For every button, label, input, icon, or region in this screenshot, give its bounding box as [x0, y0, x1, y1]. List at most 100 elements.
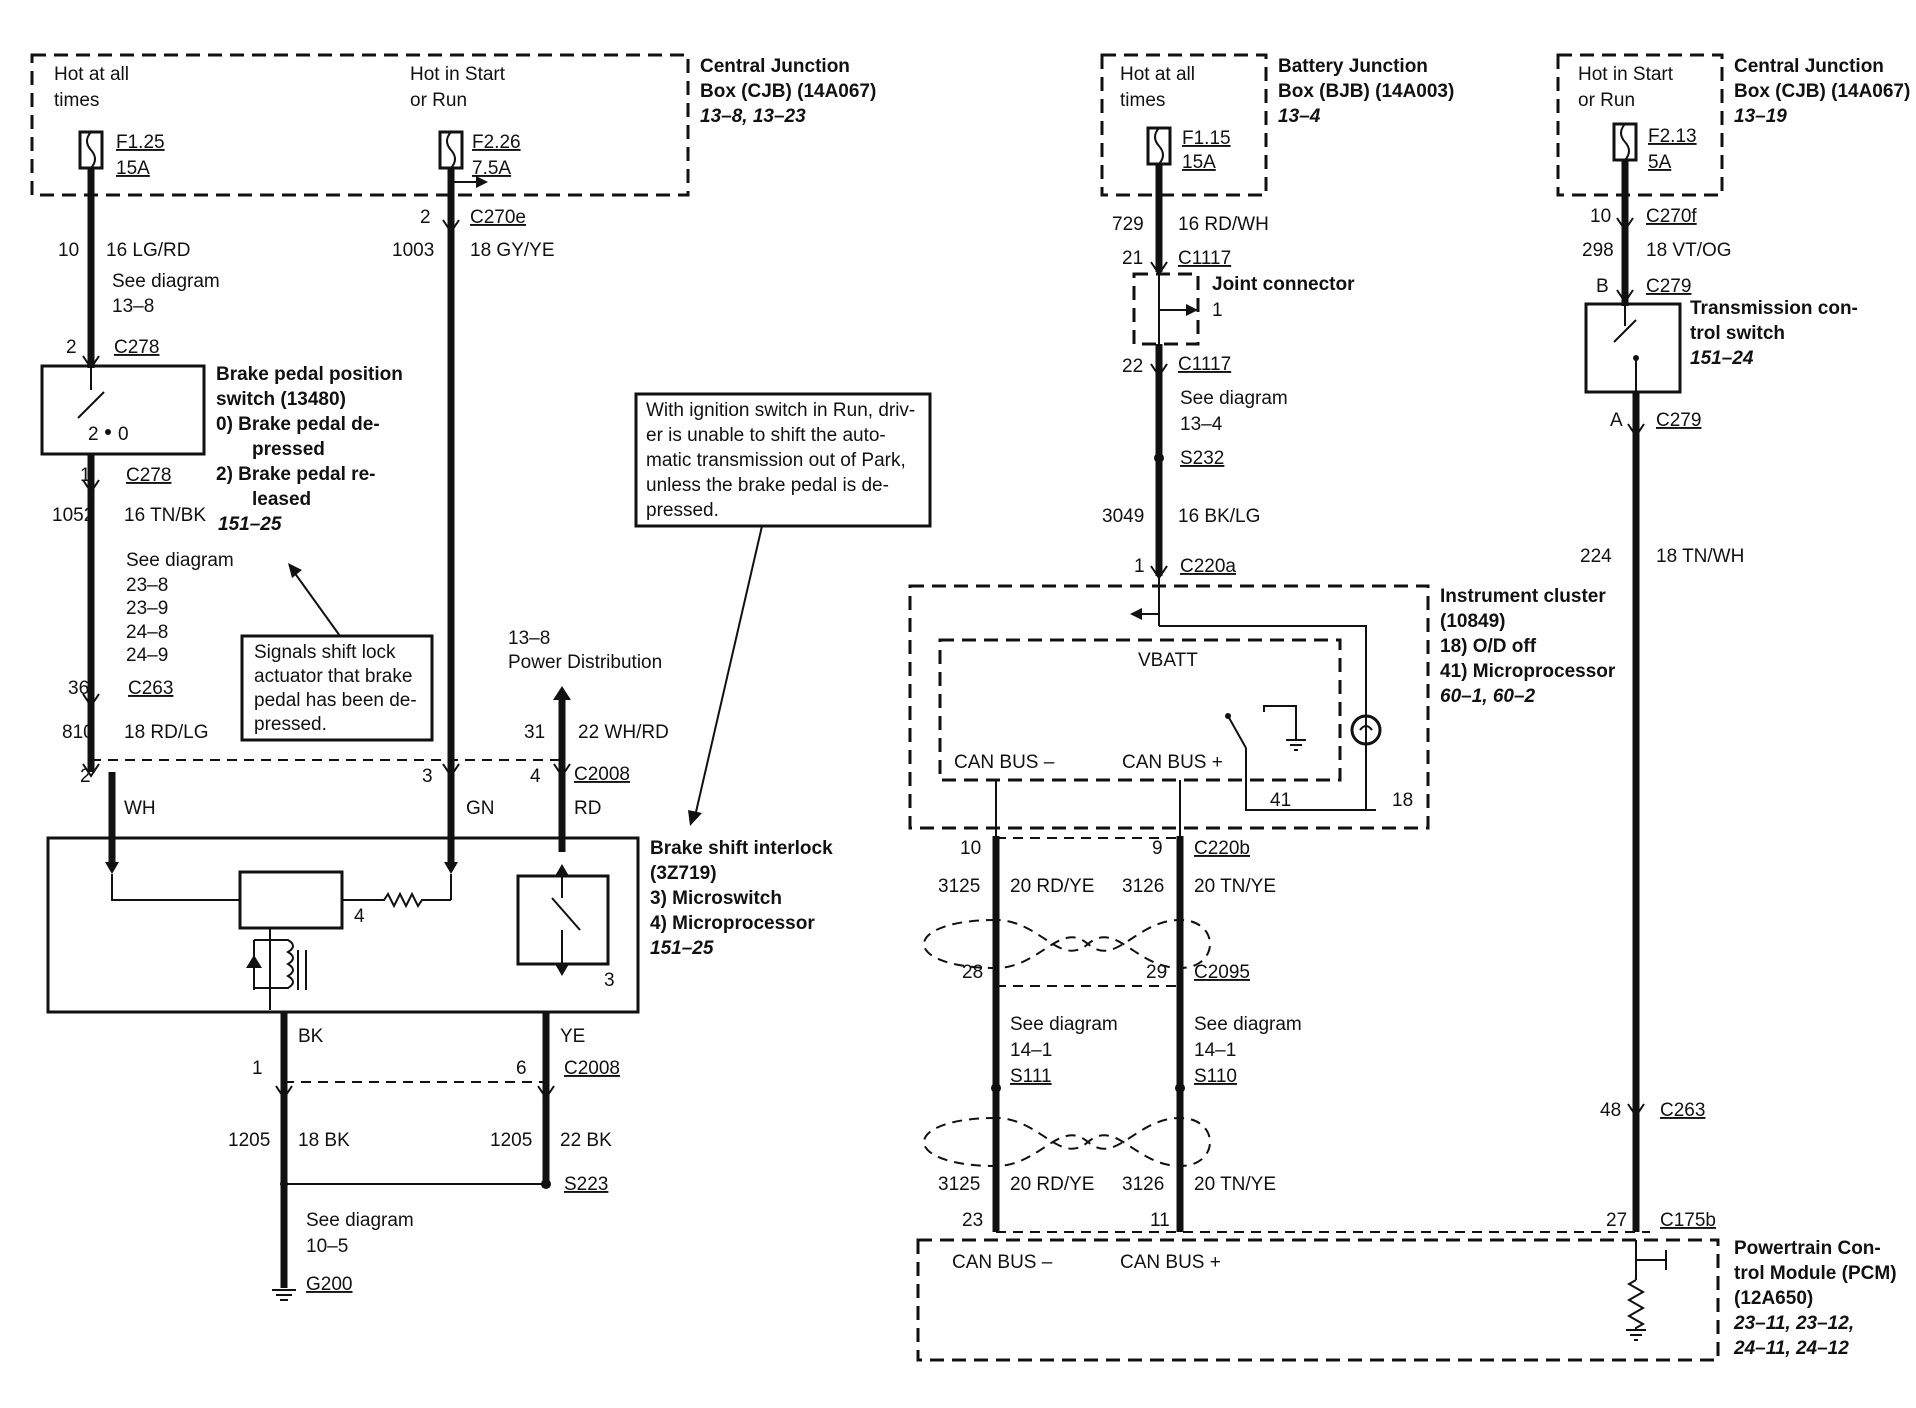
hot-all-label: times — [54, 90, 99, 111]
connector-icon — [82, 479, 100, 494]
switch-icon — [77, 366, 105, 419]
connector-label: C270e — [470, 207, 526, 228]
switch-position: 0 — [118, 424, 129, 445]
transmission-switch-title: Transmission con- — [1690, 298, 1858, 319]
circuit-number: 3126 — [1122, 1174, 1164, 1195]
component-label: 18 — [1392, 790, 1413, 811]
connector-label: C175b — [1660, 1210, 1716, 1231]
fuse-amp: 7.5A — [472, 158, 511, 179]
cjb-left-box — [30, 53, 690, 197]
cluster-title: (10849) — [1440, 611, 1506, 632]
pin-label: 2 — [420, 207, 431, 228]
pin-label: 11 — [1150, 1210, 1170, 1231]
callout-text: Signals shift lock — [254, 642, 396, 663]
wire-color: 22 WH/RD — [578, 722, 669, 743]
switch-icon — [1613, 304, 1637, 392]
cjb-right-title: Box (CJB) (14A067) — [1734, 81, 1910, 102]
splice-label: S232 — [1180, 448, 1224, 469]
connector-icon — [82, 693, 100, 708]
see-diagram: See diagram — [306, 1210, 414, 1231]
interlock-title: Brake shift interlock — [650, 838, 833, 859]
wire-color: GN — [466, 798, 495, 819]
ground-icon — [272, 1289, 296, 1301]
callout-text: pressed. — [254, 714, 327, 735]
pcm-input-icon — [1635, 1240, 1667, 1280]
fuse-id: F2.26 — [472, 132, 521, 153]
hot-all-label: Hot at all — [54, 64, 129, 85]
can-bus-label: CAN BUS + — [1122, 752, 1223, 773]
interlock-ref: 151–25 — [650, 938, 714, 959]
arrow-icon — [288, 563, 302, 578]
wire-color: 18 VT/OG — [1646, 240, 1732, 261]
fuse-amp: 15A — [116, 158, 150, 179]
pin-label: 1 — [252, 1058, 263, 1079]
see-diagram-ref: 24–8 — [126, 622, 168, 643]
splice-label: S110 — [1194, 1066, 1237, 1087]
joint-connector-box — [1132, 272, 1200, 346]
arrow-icon — [555, 964, 569, 976]
twisted-pair-icon — [923, 1116, 1211, 1168]
component-label: 3 — [604, 970, 615, 991]
callout-text: actuator that brake — [254, 666, 412, 687]
pin-label: 36 — [68, 678, 89, 699]
pin-label: 48 — [1600, 1100, 1621, 1121]
circuit-number: 1205 — [490, 1130, 532, 1151]
arrow-icon — [1130, 608, 1142, 620]
circuit-number: 31 — [524, 722, 545, 743]
cluster-item: 41) Microprocessor — [1440, 661, 1616, 682]
fuse-id: F2.13 — [1648, 126, 1697, 147]
see-diagram-ref: 14–1 — [1194, 1040, 1236, 1061]
see-diagram-ref: 10–5 — [306, 1236, 348, 1257]
cjb-right-ref: 13–19 — [1734, 106, 1787, 127]
connector-icon — [442, 219, 460, 234]
can-bus-label: CAN BUS – — [954, 752, 1055, 773]
connector-label: C2095 — [1194, 962, 1250, 983]
pcm-title: (12A650) — [1734, 1288, 1813, 1309]
fuse-icon — [78, 130, 104, 170]
circuit-number: 1052 — [52, 505, 94, 526]
transmission-switch-box — [1584, 302, 1682, 394]
brake-switch-item: pressed — [252, 439, 325, 460]
pin-label: 10 — [58, 240, 79, 261]
transmission-switch-ref: 151–24 — [1690, 348, 1754, 369]
circuit-number: 224 — [1580, 546, 1612, 567]
pin-label: 1 — [1212, 300, 1223, 321]
fuse-icon — [1146, 126, 1172, 166]
connector-label: C279 — [1656, 410, 1701, 431]
see-diagram-ref: 13–4 — [1180, 414, 1223, 435]
splice-icon — [541, 1179, 551, 1189]
see-diagram: See diagram — [126, 550, 234, 571]
splice-icon — [991, 1083, 1001, 1093]
wire-color: RD — [574, 798, 601, 819]
circuit-number: 3125 — [938, 876, 980, 897]
callout-text: With ignition switch in Run, driv- — [646, 400, 915, 421]
see-diagram: See diagram — [1010, 1014, 1118, 1035]
circuit-number: 1003 — [392, 240, 434, 261]
switch-icon — [1227, 715, 1366, 811]
diode-icon — [105, 862, 119, 874]
ground-icon — [1626, 1329, 1646, 1341]
connector-label: C2008 — [564, 1058, 620, 1079]
see-diagram-ref: 24–9 — [126, 645, 168, 666]
connector-icon — [1627, 423, 1645, 438]
pin-label: 28 — [962, 962, 983, 983]
pin-label: 21 — [1122, 248, 1143, 269]
connector-icon — [82, 763, 571, 778]
see-diagram-ref: 14–1 — [1010, 1040, 1052, 1061]
wire-color: 18 RD/LG — [124, 722, 208, 743]
resistor-icon — [1626, 1279, 1646, 1330]
interlock-item: 3) Microswitch — [650, 888, 782, 909]
wire-color: 20 TN/YE — [1194, 876, 1276, 897]
arrow-icon — [555, 864, 569, 876]
pin-label: 4 — [530, 766, 541, 787]
wire-color: 18 BK — [298, 1130, 350, 1151]
twisted-pair-icon — [923, 918, 1211, 970]
connector-icon — [1616, 217, 1634, 232]
fuse-icon — [438, 130, 464, 170]
circuit-number: 3049 — [1102, 506, 1144, 527]
circuit-number: 810 — [62, 722, 94, 743]
wire-color: YE — [560, 1026, 585, 1047]
cjb-right-title: Central Junction — [1734, 56, 1884, 77]
connector-label: C1117 — [1178, 248, 1231, 269]
brake-switch-title: switch (13480) — [216, 389, 346, 410]
